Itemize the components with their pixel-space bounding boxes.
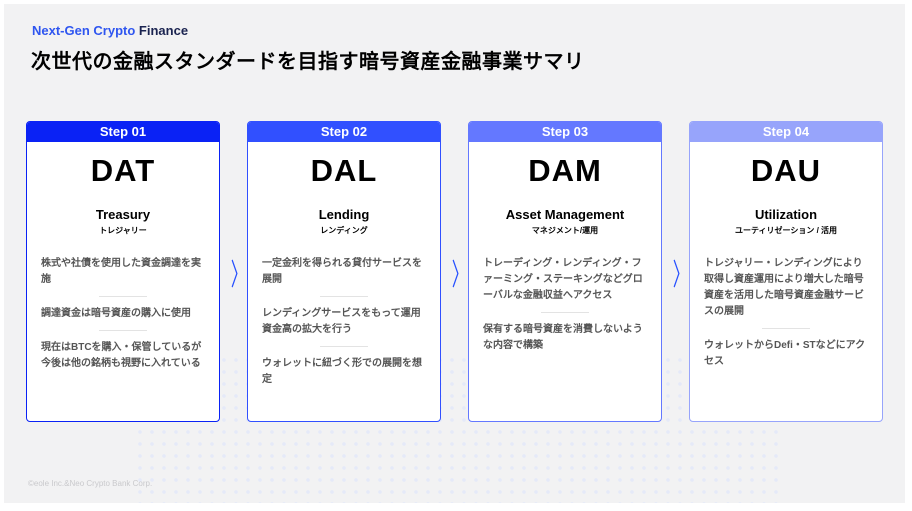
step-title-en: Asset Management bbox=[505, 207, 625, 222]
step-header: Step 04 bbox=[690, 122, 882, 142]
step-point: 保有する暗号資産を消費しないような内容で構築 bbox=[483, 324, 643, 351]
step-point: トレーディング・レンディング・ファーミング・ステーキングなどグローバルな金融収益… bbox=[483, 258, 643, 301]
step-point: ウォレットからDefi・STなどにアクセス bbox=[704, 340, 866, 367]
step-body: トレーディング・レンディング・ファーミング・ステーキングなどグローバルな金融収益… bbox=[483, 256, 647, 354]
chevron-right-icon: 〉 bbox=[451, 259, 469, 292]
step-title-en: Utilization bbox=[754, 207, 818, 222]
kicker-blue-text: Next-Gen Crypto bbox=[32, 23, 136, 38]
kicker-dark-text: Finance bbox=[138, 23, 189, 38]
step-body: トレジャリー・レンディングにより取得し資産運用により増大した暗号資産を活用した暗… bbox=[704, 256, 868, 370]
step-title-jp: マネジメント/運用 bbox=[531, 226, 599, 235]
step-code: DAM bbox=[528, 153, 602, 188]
step-title-jp: ユーティリゼーション / 活用 bbox=[734, 226, 838, 235]
slide-kicker: Next-Gen Crypto Finance bbox=[32, 23, 188, 38]
step-point: 現在はBTCを購入・保管しているが今後は他の銘柄も視野に入れている bbox=[41, 342, 202, 369]
background-dot-pattern bbox=[134, 354, 784, 503]
step-code: DAT bbox=[90, 153, 156, 188]
step-card: Step 04 DAU Utilization ユーティリゼーション / 活用 … bbox=[689, 121, 883, 422]
chevron-right-icon: 〉 bbox=[230, 259, 248, 292]
step-point: トレジャリー・レンディングにより取得し資産運用により増大した暗号資産を活用した暗… bbox=[704, 258, 864, 317]
divider bbox=[541, 312, 589, 313]
step-header: Step 03 bbox=[469, 122, 661, 142]
chevron-right-icon: 〉 bbox=[672, 259, 690, 292]
step-point: 株式や社債を使用した資金調達を実施 bbox=[41, 258, 201, 285]
step-point: 調達資金は暗号資産の購入に使用 bbox=[41, 308, 191, 319]
copyright: ©eole Inc.&Neo Crypto Bank Corp. bbox=[28, 479, 153, 488]
divider bbox=[320, 296, 368, 297]
step-title-en: Lending bbox=[318, 207, 370, 222]
step-body: 株式や社債を使用した資金調達を実施調達資金は暗号資産の購入に使用現在はBTCを購… bbox=[41, 256, 205, 372]
divider bbox=[762, 328, 810, 329]
step-card: Step 03 DAM Asset Management マネジメント/運用 ト… bbox=[468, 121, 662, 422]
step-point: レンディングサービスをもって運用資金高の拡大を行う bbox=[262, 308, 421, 335]
step-code: DAU bbox=[750, 153, 822, 188]
step-point: 一定金利を得られる貸付サービスを展開 bbox=[262, 258, 422, 285]
step-point: ウォレットに紐づく形での展開を想定 bbox=[262, 358, 422, 385]
divider bbox=[320, 346, 368, 347]
step-card: Step 01 DAT Treasury トレジャリー 株式や社債を使用した資金… bbox=[26, 121, 220, 422]
step-card: Step 02 DAL Lending レンディング 一定金利を得られる貸付サー… bbox=[247, 121, 441, 422]
step-title-en: Treasury bbox=[95, 207, 151, 222]
step-code: DAL bbox=[310, 153, 378, 188]
divider bbox=[99, 330, 147, 331]
page-title: 次世代の金融スタンダードを目指す暗号資産金融事業サマリ bbox=[31, 51, 585, 73]
divider bbox=[99, 296, 147, 297]
step-title-jp: レンディング bbox=[320, 226, 368, 235]
step-title-jp: トレジャリー bbox=[99, 226, 147, 235]
step-header: Step 02 bbox=[248, 122, 440, 142]
slide: Next-Gen Crypto Finance 次世代の金融スタンダードを目指す… bbox=[4, 4, 905, 503]
step-header: Step 01 bbox=[27, 122, 219, 142]
step-body: 一定金利を得られる貸付サービスを展開レンディングサービスをもって運用資金高の拡大… bbox=[262, 256, 426, 388]
